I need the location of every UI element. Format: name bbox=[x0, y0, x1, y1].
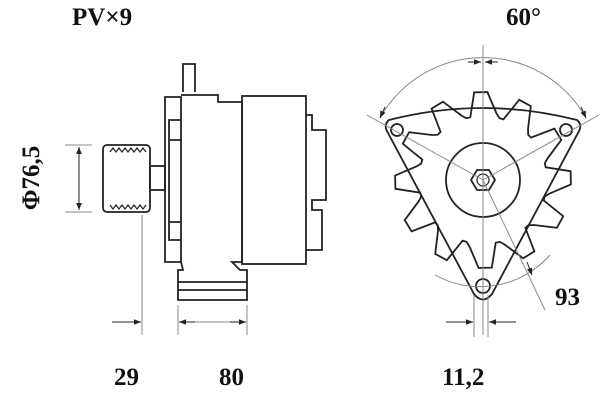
pulley-grooves-top bbox=[109, 147, 147, 153]
pulley-offset-label: 29 bbox=[114, 364, 139, 391]
main-housing bbox=[177, 94, 248, 301]
hex-nut bbox=[469, 169, 497, 191]
radius-label: 93 bbox=[555, 284, 580, 311]
side-dimensions bbox=[65, 144, 248, 335]
fan-star bbox=[394, 91, 572, 269]
angle-label: 60° bbox=[506, 4, 541, 31]
mount-hole-left bbox=[390, 123, 404, 137]
belt-profile-label: PV×9 bbox=[72, 4, 133, 31]
side-view bbox=[102, 63, 327, 301]
shaft bbox=[149, 165, 166, 191]
terminal-tab bbox=[182, 63, 196, 92]
foot bbox=[178, 281, 247, 291]
front-dimensions bbox=[366, 45, 600, 337]
front-flange bbox=[164, 96, 182, 263]
pulley-diameter-label: Φ76,5 bbox=[18, 145, 45, 211]
mount-hole-right bbox=[559, 123, 573, 137]
pulley bbox=[102, 144, 151, 213]
hole-width-label: 11,2 bbox=[442, 364, 485, 391]
rear-housing bbox=[241, 95, 307, 265]
mount-length-label: 80 bbox=[219, 364, 244, 391]
rear-connector bbox=[306, 114, 327, 251]
pulley-grooves-bottom bbox=[109, 204, 147, 210]
